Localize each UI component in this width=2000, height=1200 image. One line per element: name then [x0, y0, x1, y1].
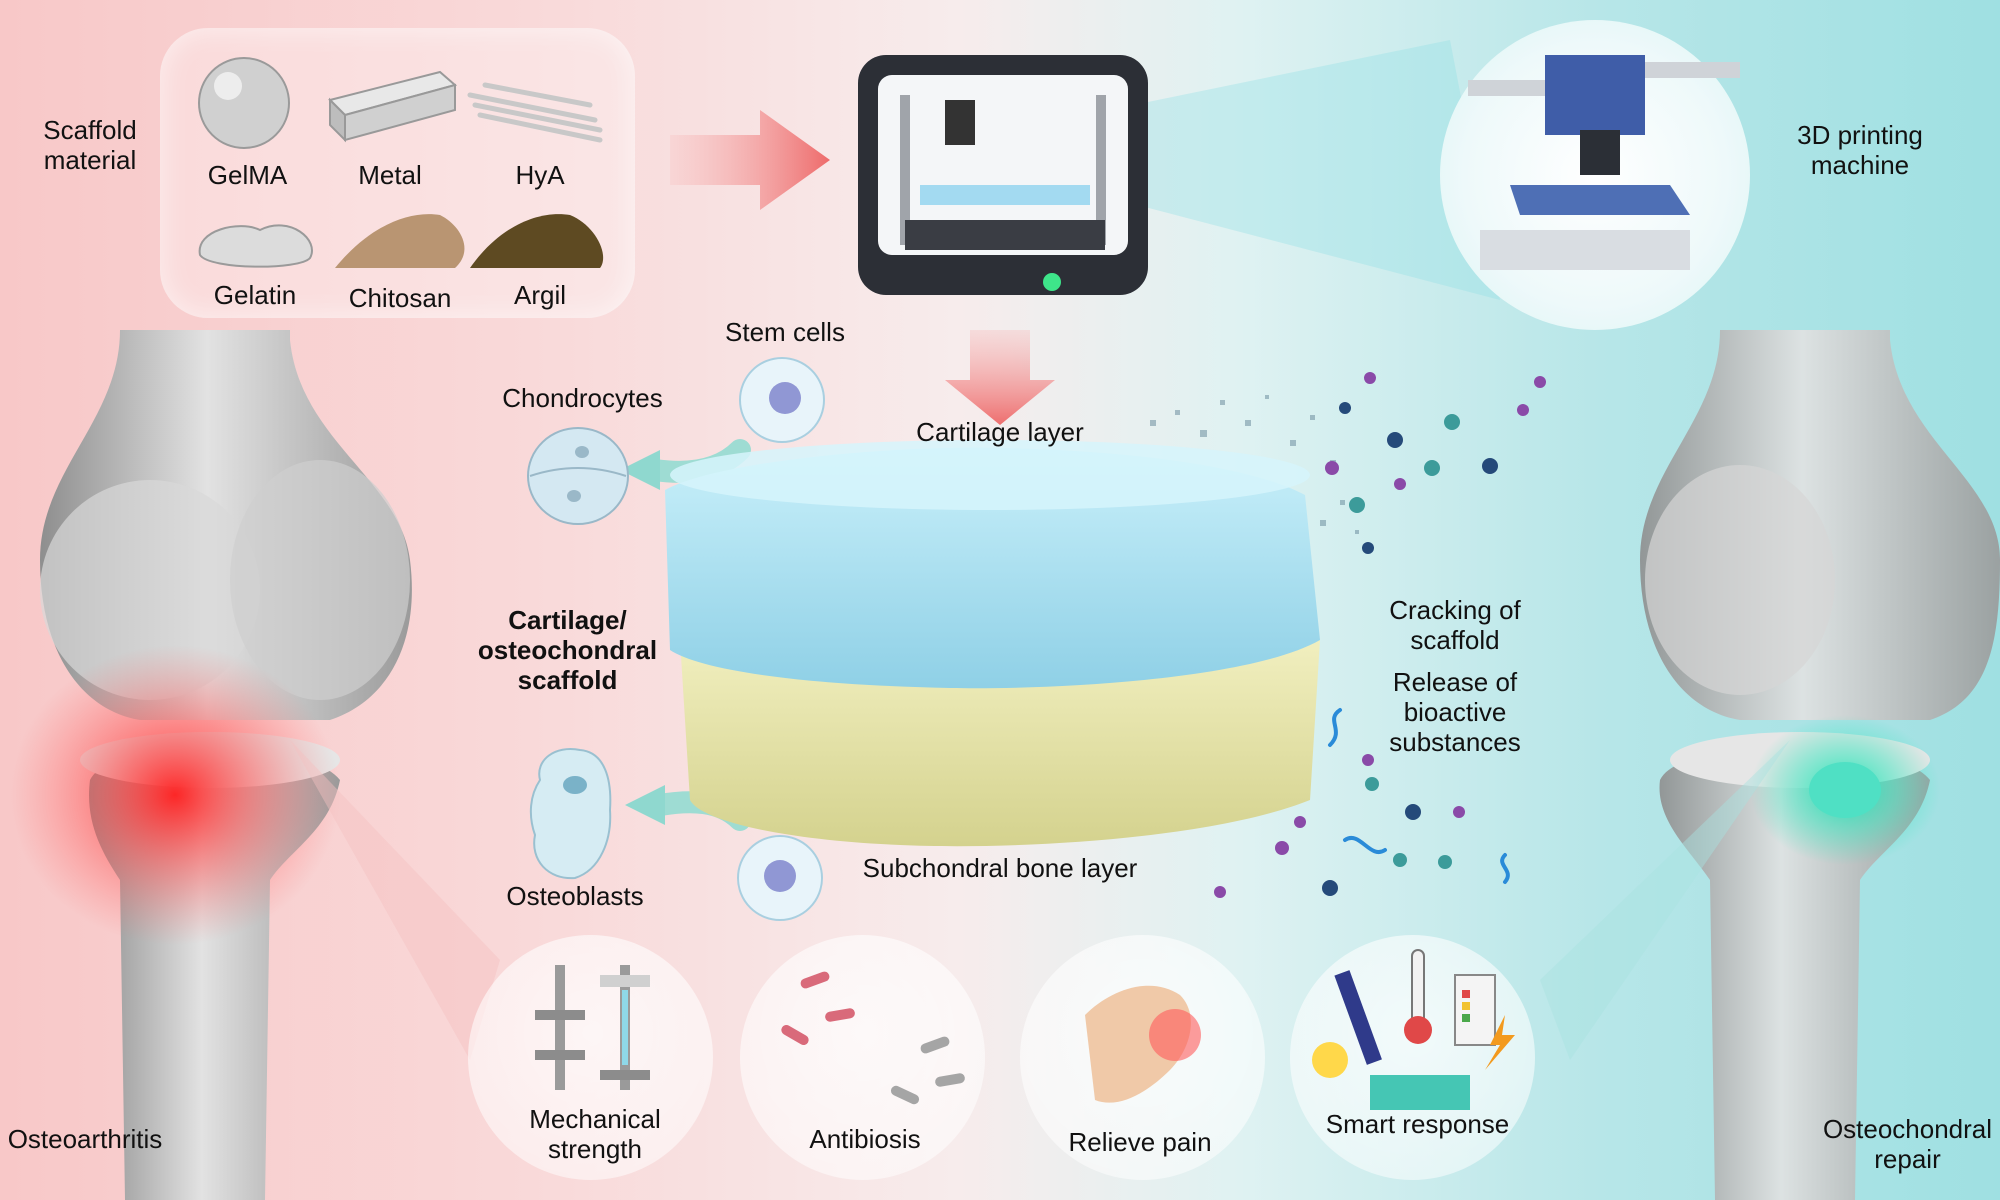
- osteoarthritis-label: Osteoarthritis: [7, 1124, 163, 1154]
- mechanical-strength-circle: [468, 935, 713, 1180]
- left-knee-illustration: [10, 330, 412, 1200]
- antibiosis-circle: [740, 935, 985, 1180]
- scaffold-illustration: [665, 440, 1320, 847]
- right-zoom-fan: [1540, 740, 1790, 1060]
- right-knee-illustration: [1640, 330, 2000, 1200]
- scaffold-material-heading: Scaffold material: [43, 115, 137, 175]
- stem-cells-label: Stem cells: [725, 317, 845, 347]
- scaffold-name-label: Cartilage/ osteochondral scaffold: [477, 605, 658, 695]
- printer-zoom-beam: [1060, 40, 1500, 300]
- cartilage-layer: [665, 447, 1320, 689]
- material-label-metal: Metal: [358, 160, 422, 190]
- material-label-argil: Argil: [513, 280, 566, 310]
- release-label: Release of bioactive substances: [1389, 667, 1521, 757]
- subchondral-bone-layer-label: Subchondral bone layer: [862, 853, 1138, 883]
- left-zoom-fan: [290, 740, 500, 1060]
- osteochondral-repair-label: Osteochondral repair: [1822, 1114, 1993, 1174]
- implanted-scaffold-plug: [1809, 762, 1881, 818]
- printer-label: 3D printing machine: [1797, 120, 1923, 180]
- arrow-materials-to-printer: [670, 110, 830, 210]
- function-label-mechanical-strength: Mechanical strength: [529, 1104, 661, 1164]
- function-label-smart-response: Smart response: [1325, 1109, 1510, 1139]
- osteoblasts-label: Osteoblasts: [506, 881, 644, 911]
- arrow-printer-to-scaffold: [945, 330, 1055, 425]
- cartilage-layer-label: Cartilage layer: [916, 417, 1084, 447]
- chondrocytes-label: Chondrocytes: [502, 383, 663, 413]
- bioactive-particles: [1214, 372, 1546, 898]
- material-label-hya: HyA: [515, 160, 565, 190]
- cracking-label: Cracking of scaffold: [1389, 595, 1521, 655]
- function-label-relieve-pain: Relieve pain: [1068, 1127, 1212, 1157]
- material-label-gelma: GelMA: [207, 160, 288, 190]
- smart-response-circle: [1290, 935, 1535, 1180]
- subchondral-bone-layer: [680, 640, 1320, 847]
- material-label-gelatin: Gelatin: [213, 280, 297, 310]
- material-label-chitosan: Chitosan: [348, 283, 452, 313]
- printer-zoom-circle: [1440, 20, 1750, 330]
- function-label-antibiosis: Antibiosis: [809, 1124, 921, 1154]
- inflammation-glow: [10, 645, 340, 945]
